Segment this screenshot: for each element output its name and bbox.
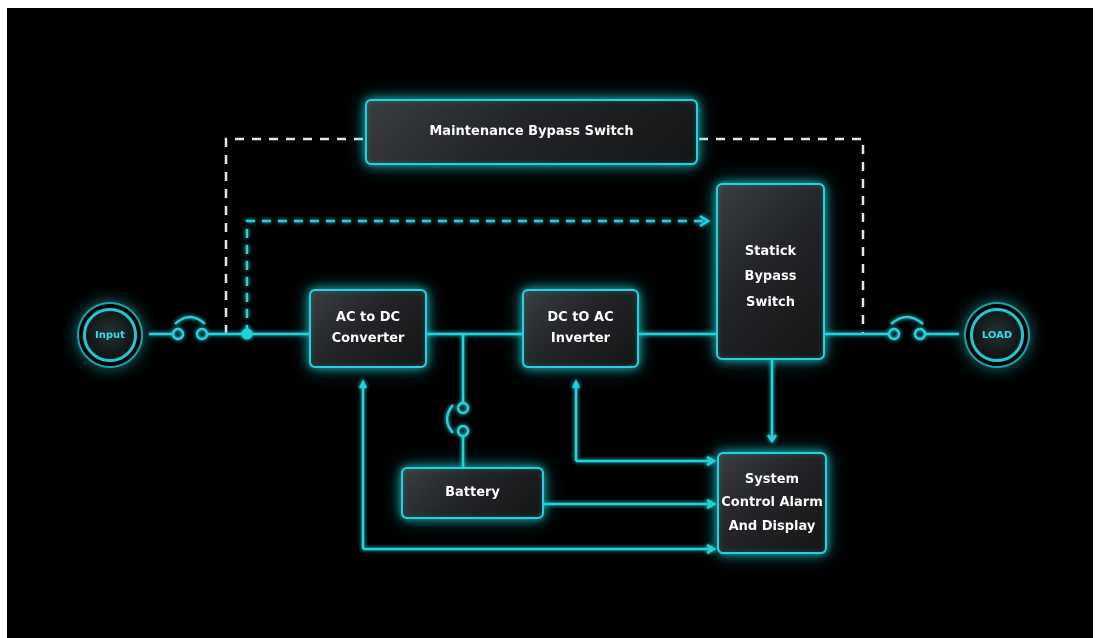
system-control-label-line3: And Display: [728, 518, 816, 534]
maintenance-bypass-switch-block: Maintenance Bypass Switch: [365, 99, 698, 165]
ac-dc-converter-label-line1: AC to DC: [335, 310, 401, 326]
ups-block-diagram: Input LOAD Maintenance Bypass Switch AC …: [7, 8, 1093, 638]
battery-control-line: [543, 498, 717, 510]
static-bypass-switch-label-line2: Bypass: [744, 269, 797, 285]
junction-dot: [241, 328, 253, 340]
battery-label: Battery: [445, 484, 500, 500]
battery-branch-line: [445, 334, 470, 467]
static-bypass-switch-label-line1: Statick: [744, 244, 797, 259]
system-control-display-block: System Control Alarm And Display: [717, 452, 827, 554]
system-control-label-line2: Control Alarm: [721, 495, 823, 511]
ac-dc-converter-block: AC to DC Converter: [309, 289, 427, 368]
maintenance-bypass-switch-label: Maintenance Bypass Switch: [429, 123, 634, 139]
wiring-layer: [149, 137, 959, 555]
input-node-label: Input: [95, 329, 125, 341]
dc-ac-inverter-label-line1: DC tO AC: [547, 310, 614, 326]
static-bypass-feed-arrow: [699, 214, 711, 228]
static-bypass-switch-label-line3: Switch: [745, 294, 795, 310]
ac-dc-converter-label-line2: Converter: [331, 330, 405, 346]
static-bypass-switch-block: Statick Bypass Switch: [716, 183, 825, 360]
dc-ac-inverter-block: DC tO AC Inverter: [522, 289, 639, 368]
maintenance-bypass-line: [224, 137, 865, 334]
static-bypass-feed-line: [245, 219, 707, 334]
input-node: Input: [83, 308, 137, 362]
dc-ac-inverter-label-line2: Inverter: [550, 330, 611, 346]
load-node: LOAD: [970, 308, 1024, 362]
input-breaker-switch: [171, 315, 209, 341]
system-control-label-line1: System: [744, 471, 800, 487]
load-node-label: LOAD: [981, 329, 1013, 341]
inverter-control-line: [571, 379, 717, 467]
bypass-to-control-line: [766, 360, 778, 444]
output-breaker-switch: [887, 315, 927, 341]
converter-control-line: [358, 379, 717, 555]
battery-block: Battery: [401, 467, 544, 519]
